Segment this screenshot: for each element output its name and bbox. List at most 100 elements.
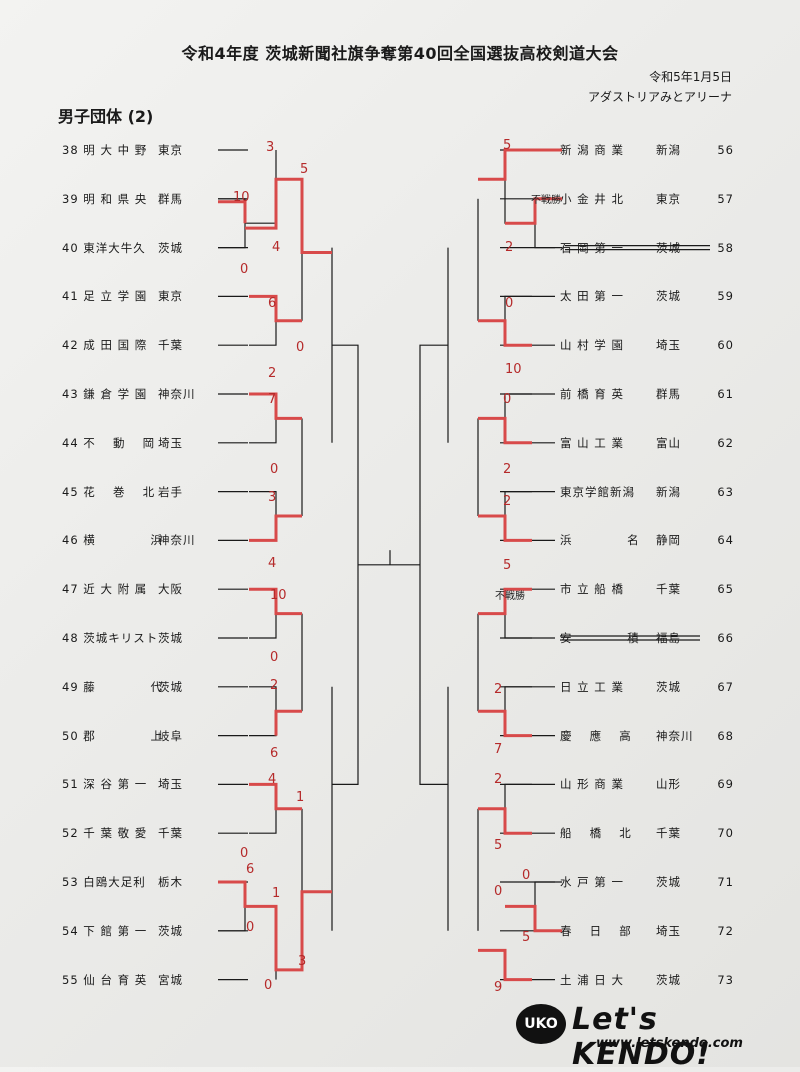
team-entry: 40 東洋大牛久茨城: [62, 240, 210, 256]
event-venue: アダストリアみとアリーナ: [587, 90, 732, 104]
winner-path: [249, 392, 302, 420]
team-entry: 43 鎌 倉 学 園神奈川: [62, 386, 210, 402]
team-prefecture: 茨城: [158, 631, 183, 645]
handwritten-score: 1: [272, 886, 281, 901]
team-number: 59: [717, 289, 734, 304]
handwritten-score: 7: [494, 742, 503, 757]
bracket-join: [245, 150, 277, 224]
team-number-school: 40 東洋大牛久: [62, 240, 146, 255]
handwritten-score: 3: [268, 490, 277, 505]
team-prefecture: 栃木: [158, 875, 183, 889]
team-prefecture: 東京: [656, 191, 681, 206]
winner-path: [478, 709, 532, 738]
handwritten-score: 2: [503, 462, 512, 477]
handwritten-score: 2: [505, 240, 514, 255]
team-prefecture: 大阪: [158, 582, 183, 597]
team-number-school: 45 花 巻 北: [62, 484, 156, 499]
team-number-school: 51 深 谷 第 一: [62, 777, 148, 792]
team-prefecture: 群馬: [158, 191, 183, 206]
winner-path: [218, 200, 247, 224]
handwritten-score: 5: [300, 162, 309, 177]
handwritten-score: 6: [246, 862, 255, 877]
team-prefecture: 埼玉: [656, 338, 681, 353]
team-entry: 小 金 井 北 東京 57: [560, 191, 740, 207]
handwritten-score: 0: [296, 340, 305, 355]
team-prefecture: 茨城: [656, 679, 681, 694]
handwritten-score: 7: [268, 392, 277, 407]
team-number: 57: [717, 191, 734, 206]
handwritten-score: 9: [494, 980, 503, 995]
handwritten-score: 5: [494, 838, 503, 853]
team-prefecture: 神奈川: [656, 728, 694, 743]
bracket-pair: [534, 881, 562, 932]
team-school: 春 日 部: [560, 923, 632, 938]
bracket-pair: [534, 198, 562, 249]
team-number: 69: [717, 777, 734, 792]
team-entry: 54 下 館 第 一茨城: [62, 923, 210, 939]
handwritten-score: 0: [240, 262, 249, 277]
winner-path: [478, 807, 532, 835]
team-entry: 39 明 和 県 央群馬: [62, 191, 210, 207]
watermark-url: www.letskendo.com: [596, 1036, 743, 1051]
team-number: 72: [717, 923, 734, 938]
handwritten-score: 10: [233, 190, 250, 205]
handwritten-score: 2: [268, 366, 277, 381]
team-entry: 52 千 葉 敬 愛千葉: [62, 825, 210, 841]
team-prefecture: 埼玉: [158, 777, 183, 792]
team-prefecture: 茨城: [158, 240, 183, 255]
team-number-school: 39 明 和 県 央: [62, 191, 148, 206]
team-number-school: 48 茨城キリスト: [62, 631, 159, 645]
team-entry: 41 足 立 学 園東京: [62, 288, 210, 304]
team-number-school: 55 仙 台 育 英: [62, 972, 148, 987]
winner-path: [478, 148, 562, 181]
team-entry: 51 深 谷 第 一埼玉: [62, 776, 210, 792]
team-number-school: 38 明 大 中 野: [62, 143, 148, 157]
team-school: 小 金 井 北: [560, 191, 624, 206]
team-number-school: 53 白鴎大足利: [62, 875, 146, 889]
team-number-school: 43 鎌 倉 学 園: [62, 387, 148, 401]
handwritten-score: 2: [494, 682, 503, 697]
team-number: 61: [717, 387, 734, 401]
team-school: 慶 應 高: [560, 728, 632, 743]
bracket-pair: [504, 783, 532, 834]
team-school: 東京学館新潟: [560, 484, 635, 499]
team-entry: 50 郡 上岐阜: [62, 728, 210, 744]
team-school: 市 立 船 橋: [560, 582, 624, 597]
handwritten-score: 4: [272, 240, 281, 255]
team-entry: 42 成 田 国 際千葉: [62, 337, 210, 353]
team-number: 70: [717, 826, 734, 841]
winner-path: [505, 197, 562, 225]
handwritten-score: 0: [505, 296, 514, 311]
team-prefecture: 神奈川: [158, 387, 196, 401]
team-prefecture: 富山: [656, 435, 681, 450]
winner-path: [218, 880, 332, 972]
winner-path: [478, 319, 532, 347]
handwritten-score: 0: [240, 846, 249, 861]
bracket-pair: [218, 881, 246, 932]
handwritten-score: 6: [270, 746, 279, 761]
team-school: 太 田 第 一: [560, 289, 624, 304]
team-prefecture: 千葉: [158, 338, 183, 353]
winner-path: [505, 904, 562, 933]
handwritten-score: 0: [494, 884, 503, 899]
team-number: 64: [717, 533, 734, 548]
handwritten-score: 0: [522, 868, 531, 883]
team-school: 山 形 商 業: [560, 777, 624, 792]
handwritten-score: 2: [503, 494, 512, 509]
team-prefecture: 埼玉: [656, 923, 681, 938]
winner-path: [478, 948, 532, 982]
event-date: 令和5年1月5日: [649, 70, 732, 84]
team-number: 60: [717, 338, 734, 353]
team-number: 56: [717, 143, 734, 157]
team-school: 日 立 工 業: [560, 679, 624, 694]
team-school: 浜 名: [560, 533, 640, 548]
winner-path: [274, 709, 302, 736]
team-number-school: 49 藤 代: [62, 679, 163, 694]
